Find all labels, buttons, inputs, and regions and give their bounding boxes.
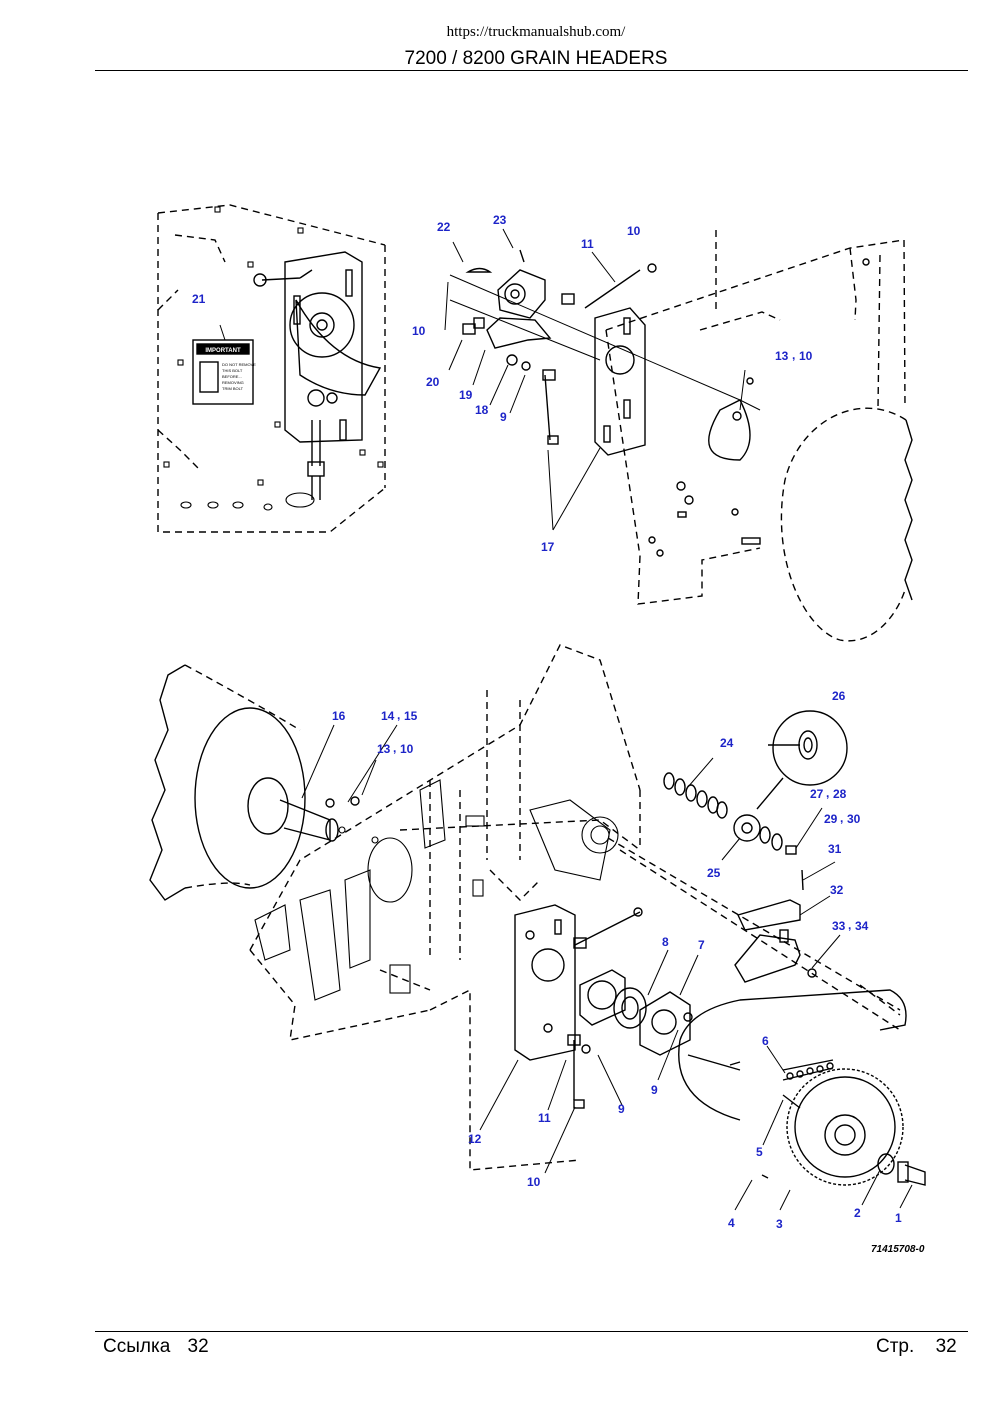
callout-label: 21 [192,292,206,306]
lower-sprocket-small [663,710,848,891]
upper-left-frame [157,204,386,533]
callout-separator: , [848,918,851,932]
callout-label: 27 [810,787,824,801]
callout-label: 25 [707,866,721,880]
callout-label: 14 [381,709,395,723]
callout-label: 10 [400,742,414,756]
callout-label: 11 [581,237,594,251]
upper-left-holes [163,206,384,511]
callout-label: 9 [500,410,507,424]
decal-line: REMOVING [222,380,244,385]
callout-label: 6 [762,1034,769,1048]
footer-page: Стр. 32 [876,1336,957,1358]
reference-number: 32 [187,1336,209,1357]
lower-plate-12 [514,904,576,1061]
callout-label: 1 [895,1211,902,1225]
callout-label: 16 [332,709,346,723]
upper-parts [462,249,870,557]
callout-label: 10 [627,224,641,238]
callout-label: 11 [538,1111,551,1125]
callout-label: 33 [832,919,846,933]
upper-left-plate [253,251,382,500]
source-url[interactable]: https://truckmanualshub.com/ [446,24,626,40]
upper-right-frame [605,230,906,605]
upper-disc [708,399,913,642]
callout-label: 34 [855,919,869,933]
footer-rule [95,1331,968,1332]
decal-line: BEFORE... [222,374,242,379]
callout-label: 22 [437,220,451,234]
callout-label: 31 [828,842,842,856]
callout-label: 10 [799,349,813,363]
callout-label: 32 [830,883,844,897]
decal-line: THIS BOLT [222,368,243,373]
callout-label: 29 [824,812,838,826]
callout-label: 15 [404,709,418,723]
footer-reference: Ссылка 32 [103,1336,209,1358]
page-label: Стр. [876,1336,915,1357]
callout-label: 2 [854,1206,861,1220]
callout-separator: , [397,708,400,722]
lower-bearings [579,969,691,1056]
callout-label: 23 [493,213,507,227]
callout-label: 13 [775,349,789,363]
decal-line: TRIM BOLT [222,386,244,391]
decal-line: DO NOT REMOVE [222,362,256,367]
lower-chain [678,989,926,1186]
callout-label: 5 [756,1145,763,1159]
figure-code: 71415708-0 [871,1244,925,1255]
callout-label: 9 [618,1102,625,1116]
callout-label: 26 [832,689,846,703]
decal-heading: IMPORTANT [205,348,241,354]
document-title: 7200 / 8200 GRAIN HEADERS [404,48,668,69]
callout-label: 17 [541,540,555,554]
callout-separator: , [826,786,829,800]
callout-label: 13 [377,742,391,756]
callout-label: 7 [698,938,705,952]
callout-label: 4 [728,1216,735,1230]
callout-separator: , [393,741,396,755]
callout-separator: , [792,348,795,362]
callout-label: 10 [527,1175,541,1189]
callout-label: 20 [426,375,440,389]
lower-bracket-32 [734,899,817,983]
reference-label: Ссылка [103,1336,171,1357]
callout-label: 18 [475,403,489,417]
callout-label: 10 [412,324,426,338]
decal-21 [192,339,254,405]
callout-label: 28 [833,787,847,801]
leader-lines [219,228,913,1211]
callout-label: 8 [662,935,669,949]
header-rule [95,70,968,71]
callout-label: 24 [720,736,734,750]
lower-frame [249,644,901,1171]
callout-label: 30 [847,812,861,826]
callout-label: 9 [651,1083,658,1097]
lower-frame-details [254,779,619,1001]
callout-label: 19 [459,388,473,402]
lower-left-disc [149,664,339,901]
lower-bolts [325,796,693,1109]
callout-label: 12 [468,1132,482,1146]
page-number: 32 [935,1336,957,1357]
callout-label: 3 [776,1217,783,1231]
callout-separator: , [840,811,843,825]
